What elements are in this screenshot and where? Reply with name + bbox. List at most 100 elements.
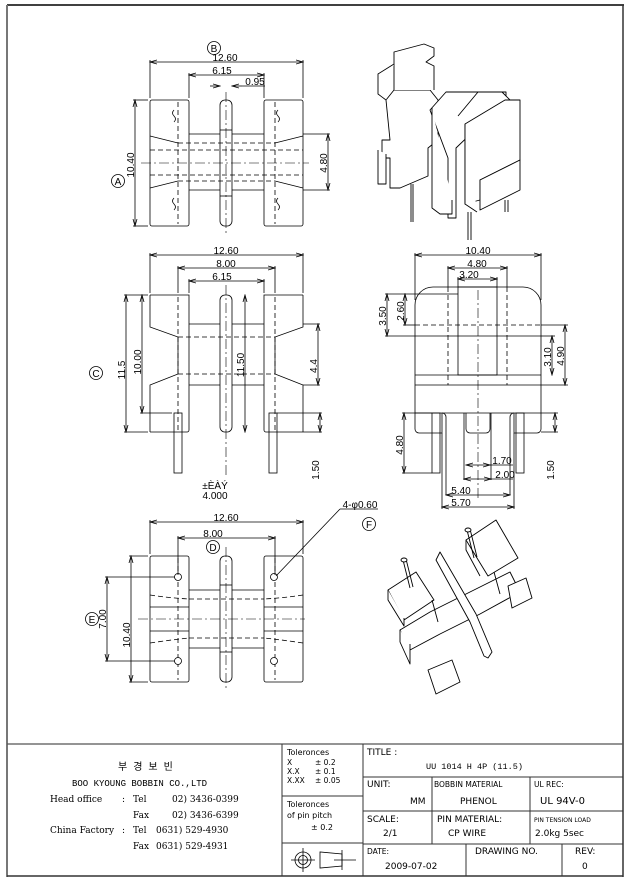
unit-value: MM: [410, 797, 426, 807]
title-block-grid: [281, 744, 623, 876]
dim-side-slot-inner: 1.70: [492, 456, 512, 467]
dim-front-total-height: 11.5: [117, 360, 128, 379]
pin-pitch-value: ± 0.2: [311, 823, 333, 832]
datum-b-marker: [207, 41, 221, 55]
dim-top-flange: 0.95: [245, 77, 265, 88]
isometric-view-top: [377, 43, 521, 240]
scale-value: 2/1: [383, 829, 398, 839]
pin-tension-label: PIN TENSION LOAD: [534, 817, 591, 824]
tolerance-value-xxx: ± 0.05: [315, 776, 341, 785]
tolerances-heading: Toleronces: [287, 748, 330, 757]
datum-c-label: C: [92, 369, 99, 380]
datum-c-marker: [89, 366, 103, 380]
dim-side-right-inner: 3.10: [543, 347, 554, 367]
title-value: UU 1014 H 4P (11.5): [426, 762, 523, 772]
contact-china-factory-label: China Factory: [50, 826, 115, 836]
front-note-line1: ±ÈÀÝ: [202, 479, 228, 492]
dim-side-pin-inner: 5.40: [451, 486, 471, 497]
dim-front-body-height: 10.00: [133, 349, 144, 374]
contact-head-office-tel: 02) 3436-0399: [172, 795, 239, 805]
dim-top-core-width: 6.15: [212, 66, 232, 77]
dim-top-overall-width: 12.60: [212, 53, 237, 64]
front-view: [124, 253, 322, 475]
dim-side-slot-outer: 2.00: [495, 470, 515, 481]
tolerance-value-x: ± 0.2: [315, 758, 336, 767]
drawing-no-label: DRAWING NO.: [475, 847, 538, 857]
pin-material-label: PIN MATERIAL:: [437, 815, 503, 825]
contact-head-office-sep: :: [122, 795, 126, 805]
dim-bottom-pin-span: 8.00: [203, 529, 223, 540]
datum-d-marker: [206, 540, 220, 554]
dim-side-core-inner: 3.20: [459, 270, 479, 281]
rev-value: 0: [582, 862, 588, 872]
dim-side-pin-outer: 5.70: [451, 498, 471, 509]
bobbin-material-label: BOBBIN MATERIAL: [434, 780, 503, 789]
pin-tension-value: 2.0kg 5sec: [535, 829, 584, 839]
tolerance-format-xxx: X.XX: [287, 776, 305, 785]
pin-pitch-heading-1: Toleronces: [287, 800, 330, 809]
front-view-labels: 12.60 8.00 6.15 11.5 10.00 11.50 4.4 1.5…: [89, 246, 322, 502]
top-view: [133, 60, 330, 235]
dim-top-core-height: 4.80: [319, 153, 330, 173]
dim-front-core-width: 6.15: [212, 272, 232, 283]
bobbin-material-value: PHENOL: [460, 797, 497, 807]
company-english-name: BOO KYOUNG BOBBIN CO.,LTD: [72, 779, 208, 789]
tolerance-value-xx: ± 0.1: [315, 767, 336, 776]
date-value: 2009-07-02: [385, 862, 438, 872]
datum-a-marker: [111, 174, 125, 188]
scale-label: SCALE:: [367, 815, 399, 825]
ul-rec-label: UL REC:: [534, 780, 564, 789]
tolerance-format-x: X: [287, 758, 293, 767]
datum-a-label: A: [115, 177, 122, 188]
isometric-view-bottom: [387, 519, 533, 695]
pin-material-value: CP WIRE: [448, 829, 487, 839]
unit-label: UNIT:: [367, 780, 391, 790]
date-label: DATE:: [367, 847, 390, 856]
dim-front-pin-span: 8.00: [216, 259, 236, 270]
dim-front-center-flange: 11.50: [236, 352, 247, 377]
projection-symbol-icon: [291, 848, 356, 872]
tolerance-format-xx: X.X: [287, 767, 300, 776]
dim-side-pin-length: 1.50: [546, 460, 557, 480]
bottom-view: [105, 508, 378, 688]
side-view: [385, 253, 568, 509]
dim-side-core-outer: 4.80: [467, 259, 487, 270]
contact-head-office-label: Head office: [50, 795, 103, 805]
datum-f-marker: [362, 517, 376, 531]
contact-head-office-fax-kind: Fax: [133, 811, 150, 821]
pin-pitch-heading-2: of pin pitch: [287, 811, 333, 820]
contact-head-office-tel-kind: Tel: [133, 795, 147, 805]
dim-front-pin-length: 1.50: [311, 460, 322, 480]
contact-china-factory-sep: :: [122, 826, 126, 836]
dim-front-window: 4.4: [309, 359, 320, 373]
contact-china-factory-fax-kind: Fax: [133, 842, 150, 852]
bottom-view-labels: 12.60 8.00 D 7.00 10.40 E 4-φ0.60 F: [85, 500, 378, 648]
dim-side-top-inner: 2.60: [396, 301, 407, 321]
side-view-labels: 10.40 4.80 3.20 3.50 2.60 3.10 4.90 4.80…: [378, 246, 567, 509]
front-note-line2: 4.000: [202, 491, 227, 502]
ul-rec-value: UL 94V-0: [540, 796, 586, 807]
dim-side-overall-width: 10.40: [465, 246, 490, 257]
datum-e-marker: [85, 612, 99, 626]
datum-e-label: E: [89, 615, 96, 626]
dim-top-height: 10.40: [126, 152, 137, 177]
contact-china-factory-tel-kind: Tel: [133, 826, 147, 836]
dim-bottom-overall-width: 12.60: [213, 513, 238, 524]
datum-b-label: B: [211, 44, 218, 55]
dim-bottom-pin-pitch: 7.00: [98, 609, 109, 629]
rev-label: REV:: [575, 847, 596, 857]
dim-front-overall-width: 12.60: [213, 246, 238, 257]
datum-f-label: F: [366, 520, 372, 531]
top-view-labels: B 12.60 6.15 0.95 10.40 4.80 A: [111, 41, 330, 188]
title-label: TITLE :: [367, 748, 398, 758]
dim-side-pin-height: 4.80: [395, 435, 406, 455]
hole-callout: 4-φ0.60: [343, 500, 378, 511]
company-korean-name: 부경보빈: [118, 762, 179, 773]
dim-bottom-height: 10.40: [122, 622, 133, 647]
contact-china-factory-fax: 0631) 529-4931: [156, 842, 229, 852]
dim-side-top-outer: 3.50: [378, 306, 389, 326]
dim-side-right-outer: 4.90: [556, 346, 567, 366]
contact-china-factory-tel: 0631) 529-4930: [156, 826, 229, 836]
